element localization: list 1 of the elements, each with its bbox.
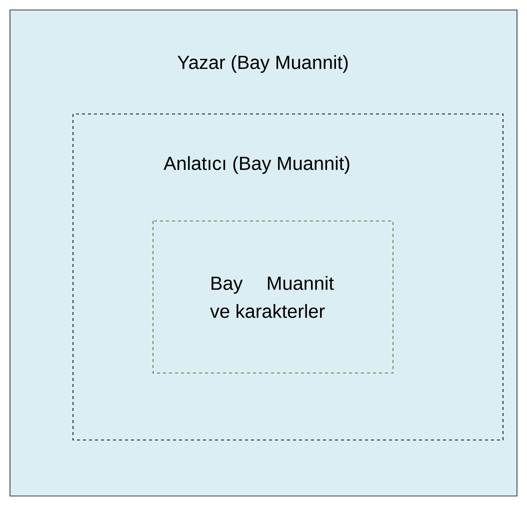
- dashed-box: Bay Muannit ve karakterler: [152, 220, 394, 374]
